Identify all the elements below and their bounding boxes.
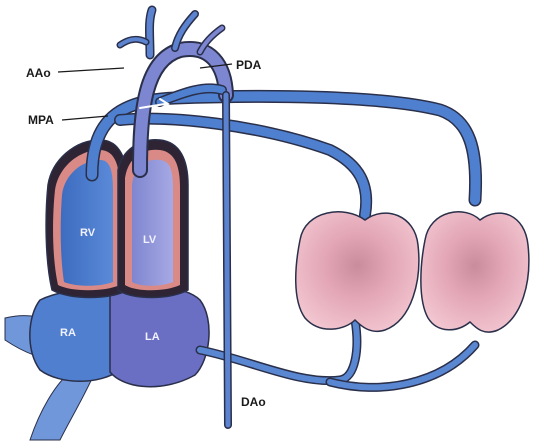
left-ventricle — [118, 140, 188, 298]
label-rv: RV — [80, 227, 96, 239]
label-pda: PDA — [236, 58, 262, 72]
label-ra: RA — [60, 327, 76, 339]
label-mpa: MPA — [28, 113, 54, 127]
left-lung — [296, 212, 419, 332]
label-la: LA — [145, 331, 160, 343]
right-lung — [421, 212, 529, 332]
label-lv: LV — [143, 234, 157, 246]
label-aao: AAo — [26, 66, 51, 80]
pulmonary-veins — [200, 320, 475, 387]
label-dao: DAo — [241, 395, 266, 409]
